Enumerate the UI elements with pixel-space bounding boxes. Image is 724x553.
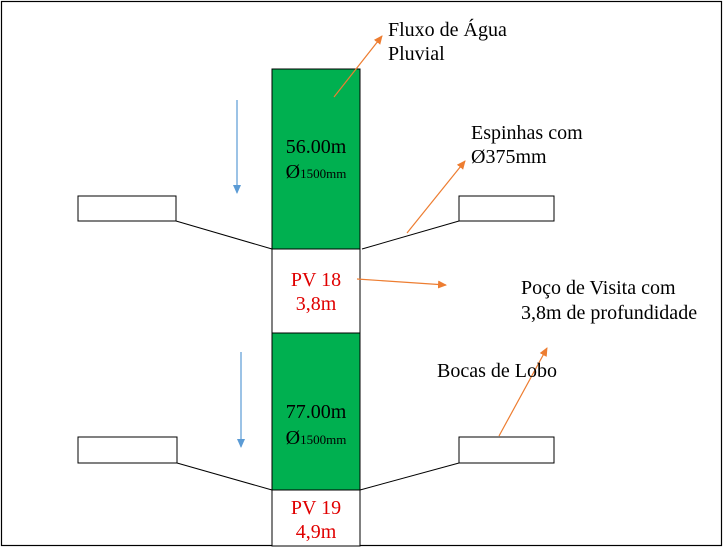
leader-arrow-spines xyxy=(406,160,466,234)
manhole-annotation-line1: Poço de Visita com xyxy=(521,277,676,299)
inlet-right-lower xyxy=(458,436,555,464)
leader-arrow-inlets xyxy=(498,347,548,437)
pipe-segment-1 xyxy=(271,68,361,250)
inlet-left-upper xyxy=(77,195,177,222)
leader-arrow-manhole xyxy=(356,278,447,289)
spine-line-right-lower xyxy=(359,462,460,491)
manhole-pv19-depth: 4,9m xyxy=(296,521,337,543)
inlet-left-lower xyxy=(77,436,178,464)
segment-1-diameter: Ø1500mm xyxy=(286,161,347,183)
spines-annotation-line1: Espinhas com xyxy=(471,122,583,144)
manhole-pv18-depth: 3,8m xyxy=(296,293,337,315)
manhole-pv18-label: PV 18 xyxy=(291,269,341,291)
inlet-right-upper xyxy=(458,195,555,222)
inlets-annotation: Bocas de Lobo xyxy=(437,360,557,382)
segment-2-diameter: Ø1500mm xyxy=(286,427,347,449)
manhole-annotation-line2: 3,8m de profundidade xyxy=(521,302,697,324)
manhole-pv18 xyxy=(271,248,361,334)
spine-line-left-lower xyxy=(176,462,273,491)
flow-annotation-line1: Fluxo de Água xyxy=(388,18,507,41)
spines-annotation-line2: Ø375mm xyxy=(471,146,547,168)
spine-line-right-upper xyxy=(361,220,460,250)
manhole-pv19-label: PV 19 xyxy=(291,497,341,519)
manhole-pv19 xyxy=(271,489,361,547)
flow-annotation-line2: Pluvial xyxy=(388,43,445,65)
segment-2-length: 77.00m xyxy=(286,401,347,423)
leader-arrow-flow xyxy=(333,35,383,98)
pipe-segment-2 xyxy=(271,332,361,491)
segment-1-length: 56.00m xyxy=(286,136,347,158)
spine-line-left-upper xyxy=(175,220,273,250)
